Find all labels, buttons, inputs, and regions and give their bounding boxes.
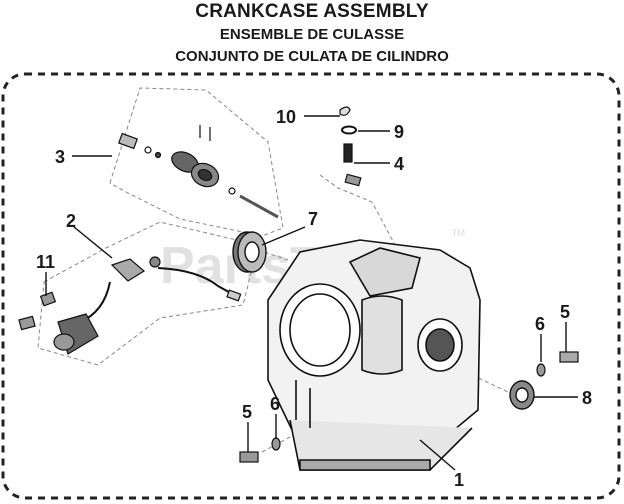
callout-4: 4 xyxy=(394,154,404,174)
right-bolt-and-washer xyxy=(536,351,579,377)
callout-6-bottom: 6 xyxy=(270,394,280,414)
diagram-title-french: ENSEMBLE DE CULASSE xyxy=(219,26,405,43)
callout-6-right: 6 xyxy=(535,314,545,334)
camshaft-group-outline xyxy=(109,87,284,237)
diagram-title-spanish: CONJUNTO DE CULATA DE CILINDRO xyxy=(175,48,449,65)
callout-10: 10 xyxy=(276,107,296,127)
camshaft-assembly xyxy=(118,125,279,219)
diagram-title: CRANKCASE ASSEMBLY xyxy=(195,1,429,22)
callout-8: 8 xyxy=(582,388,592,408)
callout-11: 11 xyxy=(36,252,55,272)
breather-group-outline xyxy=(319,174,396,246)
ignition-coil xyxy=(53,256,242,355)
leader-7 xyxy=(261,226,306,246)
callout-2: 2 xyxy=(66,211,76,231)
bottom-bolt-and-washer xyxy=(239,437,281,463)
crankcase-body xyxy=(267,239,481,471)
callout-3: 3 xyxy=(55,147,65,167)
assembly-border xyxy=(1,72,621,500)
callout-9: 9 xyxy=(394,122,404,142)
leader-2 xyxy=(73,226,113,259)
callout-1: 1 xyxy=(454,470,464,490)
callout-5-right: 5 xyxy=(560,302,570,322)
oil-seal xyxy=(509,380,535,410)
main-bearing xyxy=(232,231,267,273)
callout-5-bottom: 5 xyxy=(242,402,252,422)
callout-7: 7 xyxy=(308,209,318,229)
bearing-leader-line xyxy=(257,249,289,261)
mounting-bolts-11 xyxy=(18,291,57,331)
watermark-trademark: TM xyxy=(452,228,465,238)
leader-1 xyxy=(419,439,456,471)
breather-hardware xyxy=(339,106,362,187)
